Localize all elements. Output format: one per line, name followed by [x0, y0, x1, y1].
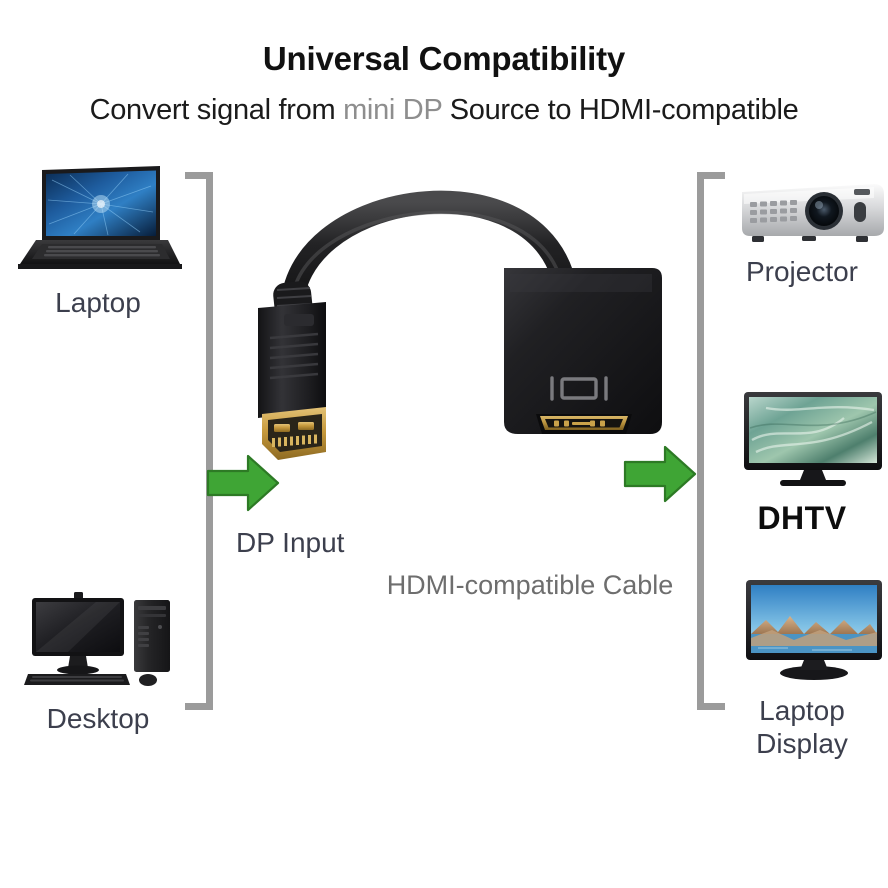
television-icon [744, 392, 882, 486]
label-laptop: Laptop [55, 287, 141, 318]
right-output-bracket [697, 172, 725, 710]
label-laptop-display-line2: Display [756, 728, 848, 760]
green-arrow-right-output [623, 445, 697, 503]
subtitle-highlight-minidp: mini DP [343, 94, 442, 126]
page-title: Universal Compatibility [262, 40, 626, 77]
desktop-computer-icon [24, 592, 170, 686]
label-dp-input: DP Input [236, 527, 345, 558]
left-source-bracket [185, 172, 213, 710]
label-hdmi-cable-caption: HDMI-compatible Cable [386, 570, 674, 600]
label-dhtv: DHTV [757, 500, 847, 536]
label-laptop-display-line1: Laptop [759, 695, 845, 726]
subtitle-part-1: Convert signal from [89, 94, 344, 126]
dp-to-hdmi-adapter [258, 190, 662, 460]
label-desktop: Desktop [46, 703, 150, 734]
projector-icon [742, 184, 884, 242]
label-laptop-display: Laptop Display [712, 694, 888, 760]
label-projector: Projector [745, 256, 859, 287]
monitor-icon [746, 580, 882, 680]
laptop-icon [18, 166, 182, 269]
subtitle-part-2: Source to HDMI-compatible [441, 94, 799, 126]
display-monitor-icon [550, 376, 608, 401]
page-subtitle: Convert signal from mini DP Source to HD… [0, 94, 888, 127]
green-arrow-right-dp [206, 454, 280, 512]
